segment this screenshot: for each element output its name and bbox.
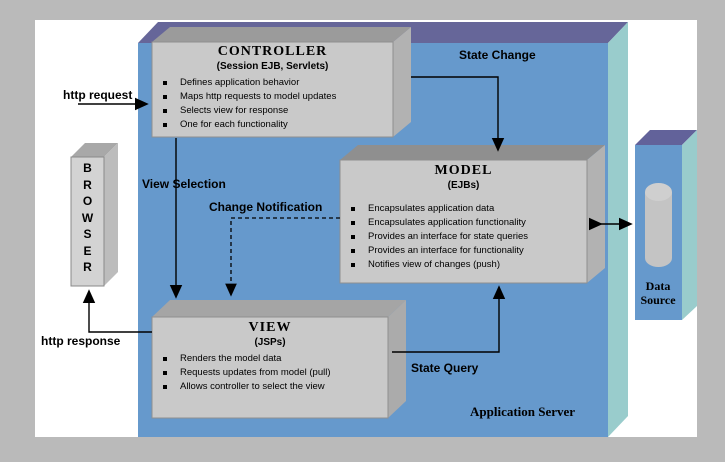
model-bullet: Encapsulates application data [340, 202, 587, 216]
http-response-arrow [82, 289, 152, 333]
view-subtitle: (JSPs) [254, 337, 286, 348]
model-title: MODEL [434, 163, 493, 178]
controller-box [151, 27, 411, 138]
state-query-arrow [392, 285, 506, 353]
view-selection-label: View Selection [142, 177, 226, 191]
model-bullet: Provides an interface for state queries [340, 230, 587, 244]
state-change-arrow [411, 76, 505, 152]
model-box [339, 145, 605, 284]
state-change-label: State Change [459, 48, 536, 62]
controller-bullet: Maps http requests to model updates [152, 90, 393, 104]
view-panel: VIEW (JSPs) Renders the model data Reque… [152, 320, 388, 394]
controller-bullet: Defines application behavior [152, 76, 393, 90]
data-source-label: Data Source [628, 279, 688, 307]
browser-letter: R [83, 177, 92, 192]
data-source-label-line2: Source [640, 293, 676, 307]
browser-label: B R O W S E R [71, 160, 104, 286]
controller-title: CONTROLLER [217, 44, 328, 59]
view-bullet: Allows controller to select the view [152, 380, 388, 394]
controller-subtitle: (Session EJB, Servlets) [216, 61, 329, 72]
model-panel: MODEL (EJBs) Encapsulates application da… [340, 163, 587, 272]
model-bullet-list: Encapsulates application data Encapsulat… [340, 202, 587, 272]
browser-letter: W [81, 210, 94, 225]
model-bullet: Notifies view of changes (push) [340, 258, 587, 272]
model-bullet: Provides an interface for functionality [340, 244, 587, 258]
state-query-label: State Query [411, 361, 479, 375]
browser-letter: O [82, 194, 93, 208]
model-bullet: Encapsulates application functionality [340, 216, 587, 230]
model-subtitle: (EJBs) [447, 180, 480, 191]
browser-box [70, 143, 118, 287]
change-notification-label: Change Notification [209, 200, 323, 214]
view-bullet: Renders the model data [152, 352, 388, 366]
view-title: VIEW [248, 320, 292, 335]
database-cylinder-icon [645, 183, 672, 267]
application-server-label: Application Server [470, 404, 576, 419]
data-source-label-line1: Data [645, 279, 671, 293]
view-box [151, 300, 406, 419]
browser-letter: E [83, 243, 92, 258]
http-request-label: http request [63, 88, 133, 102]
controller-bullet: Selects view for response [152, 104, 393, 118]
change-notification-arrow [225, 217, 340, 297]
http-response-label: http response [41, 334, 121, 348]
browser-letter: R [83, 260, 92, 274]
view-bullet-list: Renders the model data Requests updates … [152, 352, 388, 394]
browser-letter: S [83, 227, 92, 241]
controller-panel: CONTROLLER (Session EJB, Servlets) Defin… [152, 44, 393, 132]
controller-bullet-list: Defines application behavior Maps http r… [152, 76, 393, 132]
controller-bullet: One for each functionality [152, 118, 393, 132]
browser-letter: B [83, 161, 92, 175]
view-bullet: Requests updates from model (pull) [152, 366, 388, 380]
